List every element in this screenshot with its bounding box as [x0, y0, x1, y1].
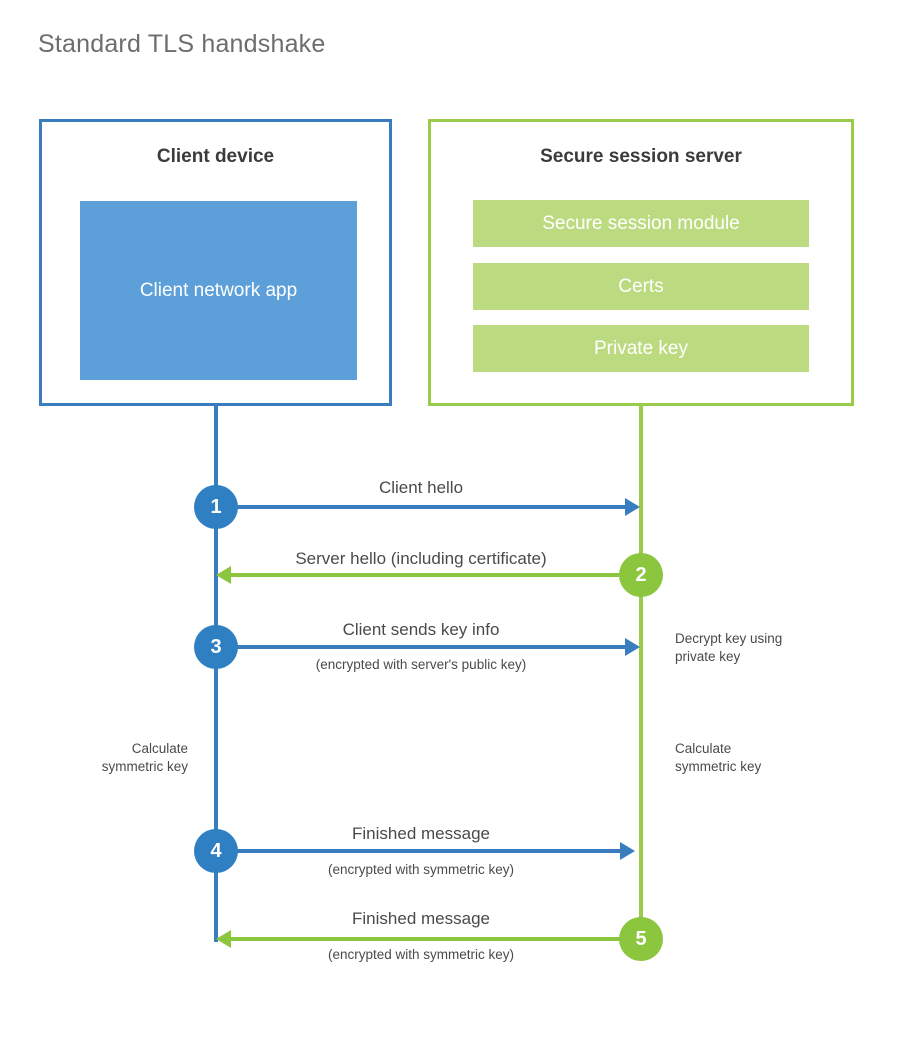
step-2-arrow-line [230, 573, 626, 577]
step-2-label: Server hello (including certificate) [295, 549, 547, 568]
step-5-sublabel: (encrypted with symmetric key) [327, 947, 515, 962]
step-5-arrow-line [230, 937, 626, 941]
client-device-box: Client device Client network app [39, 119, 392, 406]
step-1-arrow-line [216, 505, 626, 509]
step-1-label: Client hello [378, 478, 464, 497]
step-marker-3[interactable]: 3 [194, 625, 238, 669]
step-3-arrow-head-icon [625, 638, 640, 656]
secure-session-server-box: Secure session server Secure session mod… [428, 119, 854, 406]
server-module-certs: Certs [473, 263, 809, 310]
step-5-arrow-head-icon [216, 930, 231, 948]
annotation-decrypt-key: Decrypt key using private key [675, 631, 783, 664]
client-lifeline [214, 406, 218, 942]
step-marker-4[interactable]: 4 [194, 829, 238, 873]
step-4-arrow-line [216, 849, 621, 853]
step-4-sublabel: (encrypted with symmetric key) [327, 862, 515, 877]
server-module-secure-session-module: Secure session module [473, 200, 809, 247]
client-device-title: Client device [156, 146, 275, 167]
step-marker-2[interactable]: 2 [619, 553, 663, 597]
page-title: Standard TLS handshake [38, 30, 326, 58]
step-1-arrow-head-icon [625, 498, 640, 516]
server-module-private-key: Private key [473, 325, 809, 372]
step-3-arrow-line [216, 645, 626, 649]
step-2-arrow-head-icon [216, 566, 231, 584]
step-4-arrow-head-icon [620, 842, 635, 860]
step-marker-1[interactable]: 1 [194, 485, 238, 529]
step-4-label: Finished message [352, 824, 490, 843]
annotation-client-calculate-symmetric-key: Calculate symmetric key [101, 741, 188, 774]
step-5-label: Finished message [352, 909, 490, 928]
step-3-sublabel: (encrypted with server's public key) [315, 657, 527, 672]
annotation-server-calculate-symmetric-key: Calculate symmetric key [675, 741, 762, 774]
server-lifeline [639, 406, 643, 939]
step-3-label: Client sends key info [342, 620, 500, 639]
client-network-app-block: Client network app [80, 201, 357, 380]
step-marker-5[interactable]: 5 [619, 917, 663, 961]
secure-session-server-title: Secure session server [540, 146, 742, 167]
